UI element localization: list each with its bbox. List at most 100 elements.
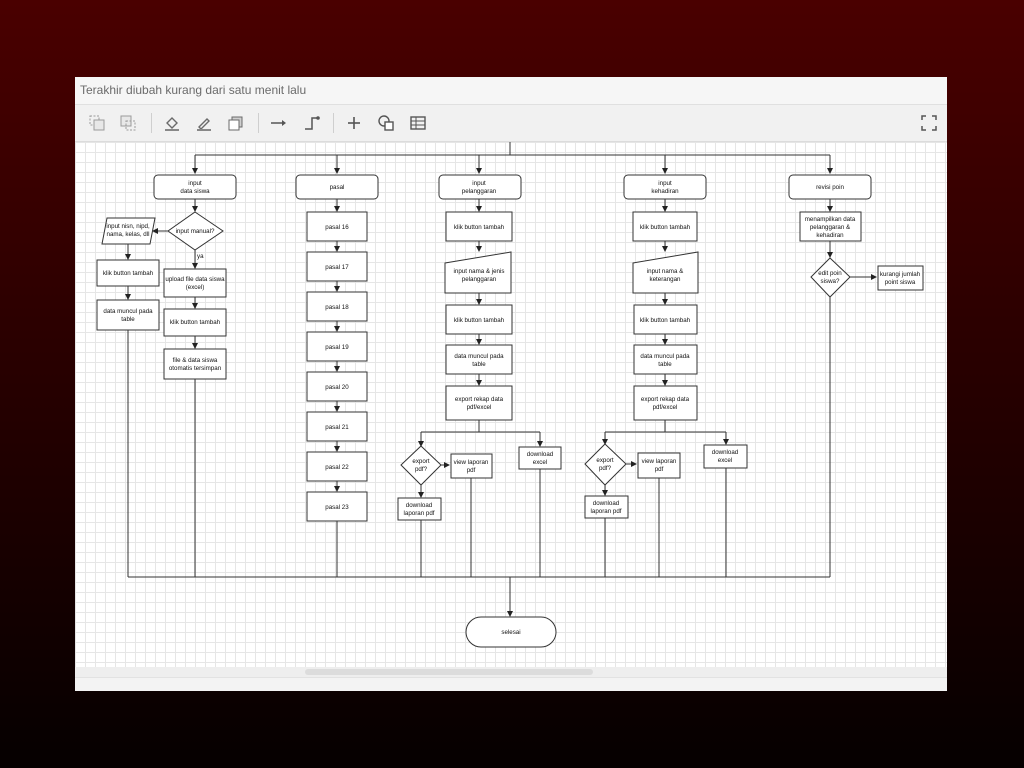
col1-click-add2-box[interactable]: klik button tambah [163,308,227,337]
col4-click-add2-box[interactable]: klik button tambah [633,304,698,335]
col4-download-pdf-line1: download [593,500,620,507]
connection-arrow-icon[interactable] [269,113,289,133]
col4-download-excel-line1: download [712,449,739,456]
pasal-box[interactable]: pasal 22 [306,451,368,482]
col1-upload-box[interactable]: upload file data siswa (excel) [163,268,227,298]
col4-export-decision-diamond[interactable]: export pdf? [584,443,627,486]
col3-header-line2: pelanggaran [462,188,497,195]
to-front-icon[interactable] [87,113,107,133]
pasal-box[interactable]: pasal 23 [306,491,368,522]
col3-input-line2: pelanggaran [462,276,497,283]
flowchart-diagram: input data siswa input manual? ya input … [96,142,924,648]
end-terminator[interactable]: selesai [465,616,557,648]
col3-download-pdf-line2: laporan pdf [404,510,435,517]
col3-decision-line1: export [412,458,429,465]
col3-export-line1: export rekap data [455,396,504,403]
table-icon[interactable] [408,113,428,133]
col1-auto-saved-line2: otomatis tersimpan [169,365,222,372]
col3-click-add2-text: klik button tambah [454,317,505,324]
shadow-icon[interactable] [226,113,246,133]
pasal-label: pasal 23 [325,504,349,511]
last-modified-text[interactable]: Terakhir diubah kurang dari satu menit l… [80,83,307,97]
col5-show-line1: menampilkan data [805,216,856,223]
col3-download-excel-box[interactable]: download excel [518,446,562,470]
col3-input-manual-shape[interactable]: input nama & jenis pelanggaran [444,251,512,294]
col4-view-line1: view laporan [642,458,677,465]
scrollbar-thumb[interactable] [305,669,593,675]
col2-header-text: pasal [330,184,345,191]
pasal-box[interactable]: pasal 16 [306,211,368,242]
col1-auto-saved-box[interactable]: file & data siswa otomatis tersimpan [163,348,227,380]
diagram-canvas[interactable]: input data siswa input manual? ya input … [75,142,947,667]
col1-data-shown-line1: data muncul pada [103,308,153,315]
col1-manual-input-line1: input nisn, nipd, [106,223,150,230]
pasal-label: pasal 16 [325,224,349,231]
pasal-box[interactable]: pasal 20 [306,371,368,402]
col5-decision-line1: edit poin [818,270,842,277]
pasal-box[interactable]: pasal 18 [306,291,368,322]
col3-view-box[interactable]: view laporan pdf [450,453,493,479]
col5-show-line2: pelanggaran & [810,224,851,231]
waypoints-icon[interactable] [302,113,322,133]
col3-click-add-text: klik button tambah [454,224,505,231]
col1-click-add-box[interactable]: klik button tambah [96,259,160,287]
insert-plus-icon[interactable] [344,113,364,133]
col3-click-add2-box[interactable]: klik button tambah [445,304,513,335]
col1-data-shown-box[interactable]: data muncul pada table [96,299,160,331]
col3-click-add-box[interactable]: klik button tambah [445,211,513,242]
col4-input-manual-shape[interactable]: input nama & keterangan [632,251,699,294]
title-bar: Terakhir diubah kurang dari satu menit l… [75,77,947,105]
pasal-label: pasal 20 [325,384,349,391]
col1-manual-input-parallelogram[interactable]: input nisn, nipd, nama, kelas, dll [101,217,156,245]
to-back-icon[interactable] [118,113,138,133]
col4-data-shown-box[interactable]: data muncul pada table [633,344,698,375]
col5-header-box[interactable]: revisi poin [788,174,872,200]
col3-input-line1: input nama & jenis [454,268,505,275]
col3-download-pdf-line1: download [406,502,433,509]
col1-decision-text: input manual? [176,228,215,235]
col4-data-shown-line1: data muncul pada [640,353,690,360]
col1-header-line2: data siswa [180,188,210,195]
col4-input-line1: input nama & [647,268,684,275]
col4-export-box[interactable]: export rekap data pdf/excel [633,385,698,421]
pasal-box[interactable]: pasal 17 [306,251,368,282]
line-color-icon[interactable] [194,113,214,133]
col1-manual-input-line2: nama, kelas, dll [107,231,150,238]
col4-download-excel-line2: excel [718,457,732,464]
col4-download-pdf-box[interactable]: download laporan pdf [584,495,629,519]
col1-header-box[interactable]: input data siswa [153,174,237,200]
fill-color-icon[interactable] [162,113,182,133]
col4-view-box[interactable]: view laporan pdf [637,452,681,479]
col3-export-decision-diamond[interactable]: export pdf? [400,445,442,486]
col2-header-box[interactable]: pasal [295,174,379,200]
connectors [125,142,877,617]
col4-decision-line1: export [596,457,613,464]
shapes-icon[interactable] [376,113,396,133]
col3-view-line1: view laporan [454,459,489,466]
col4-decision-line2: pdf? [599,465,612,472]
fullscreen-icon[interactable] [919,113,939,133]
col3-header-box[interactable]: input pelanggaran [438,174,522,200]
col4-export-line2: pdf/excel [653,404,678,411]
pasal-label: pasal 17 [325,264,349,271]
col4-header-box[interactable]: input kehadiran [623,174,707,200]
toolbar-separator [151,113,152,133]
pasal-box[interactable]: pasal 19 [306,331,368,362]
col3-download-excel-line2: excel [533,459,547,466]
col4-click-add-box[interactable]: klik button tambah [632,211,698,242]
col3-header-line1: input [472,180,486,187]
col1-upload-line1: upload file data siswa [165,276,225,283]
col3-data-shown-box[interactable]: data muncul pada table [445,344,513,375]
bottom-bar [75,677,947,691]
col5-show-data-box[interactable]: menampilkan data pelanggaran & kehadiran [799,211,862,242]
pasal-box[interactable]: pasal 21 [306,411,368,442]
col3-download-pdf-box[interactable]: download laporan pdf [397,497,442,521]
col5-edit-decision-diamond[interactable]: edit poin siswa? [810,257,851,298]
horizontal-scrollbar[interactable] [75,667,947,677]
col3-export-box[interactable]: export rekap data pdf/excel [445,385,513,421]
col4-download-excel-box[interactable]: download excel [703,444,748,469]
col5-reduce-points-box[interactable]: kurangi jumlah point siswa [877,265,924,291]
col4-click-add2-text: klik button tambah [640,317,691,324]
col1-decision-diamond[interactable]: input manual? [167,211,224,251]
col1-upload-line2: (excel) [186,284,205,291]
